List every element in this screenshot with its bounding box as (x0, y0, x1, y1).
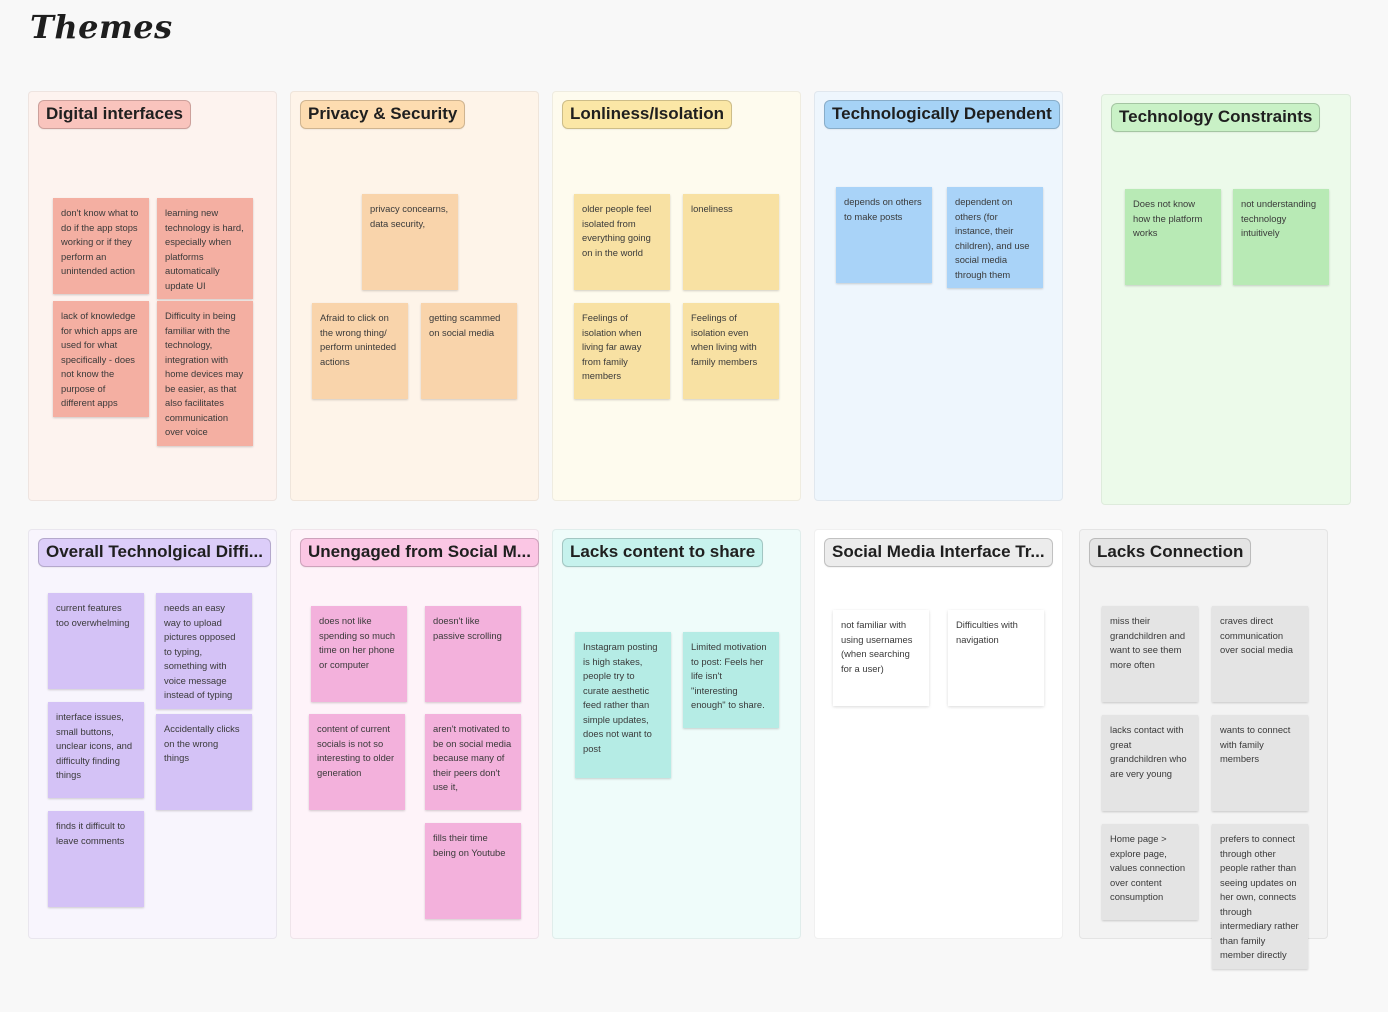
sticky-note[interactable]: not familiar with using usernames (when … (833, 610, 929, 706)
section-lacks-content[interactable]: Lacks content to share Instagram posting… (552, 529, 801, 939)
section-label[interactable]: Unengaged from Social M... (300, 538, 539, 567)
section-privacy-security[interactable]: Privacy & Security privacy concearns, da… (290, 91, 539, 501)
sticky-note[interactable]: miss their grandchildren and want to see… (1102, 606, 1198, 702)
sticky-note[interactable]: prefers to connect through other people … (1212, 824, 1308, 969)
sticky-note[interactable]: Difficulties with navigation (948, 610, 1044, 706)
section-technology-constraints[interactable]: Technology Constraints Does not know how… (1101, 94, 1351, 505)
section-label[interactable]: Lonliness/Isolation (562, 100, 732, 129)
page-title: Themes (30, 8, 173, 46)
sticky-note[interactable]: don't know what to do if the app stops w… (53, 198, 149, 294)
section-overall-technological-difficulty[interactable]: Overall Technolgical Diffi... current fe… (28, 529, 277, 939)
section-label[interactable]: Social Media Interface Tr... (824, 538, 1053, 567)
section-technologically-dependent[interactable]: Technologically Dependent depends on oth… (814, 91, 1063, 501)
sticky-note[interactable]: content of current socials is not so int… (309, 714, 405, 810)
sticky-note[interactable]: loneliness (683, 194, 779, 290)
sticky-note[interactable]: does not like spending so much time on h… (311, 606, 407, 702)
sticky-note[interactable]: needs an easy way to upload pictures opp… (156, 593, 252, 709)
sticky-note[interactable]: privacy concearns, data security, (362, 194, 458, 290)
section-lacks-connection[interactable]: Lacks Connection miss their grandchildre… (1079, 529, 1328, 969)
sticky-note[interactable]: aren't motivated to be on social media b… (425, 714, 521, 810)
sticky-note[interactable]: dependent on others (for instance, their… (947, 187, 1043, 288)
sticky-note[interactable]: lacks contact with great grandchildren w… (1102, 715, 1198, 811)
sticky-note[interactable]: interface issues, small buttons, unclear… (48, 702, 144, 798)
sticky-note[interactable]: finds it difficult to leave comments (48, 811, 144, 907)
sticky-note[interactable]: current features too overwhelming (48, 593, 144, 689)
sticky-note[interactable]: learning new technology is hard, especia… (157, 198, 253, 299)
section-social-media-interface[interactable]: Social Media Interface Tr... not familia… (814, 529, 1063, 939)
section-label[interactable]: Privacy & Security (300, 100, 466, 129)
sticky-note[interactable]: Does not know how the platform works (1125, 189, 1221, 285)
sticky-note[interactable]: Instagram posting is high stakes, people… (575, 632, 671, 778)
sticky-note[interactable]: Afraid to click on the wrong thing/ perf… (312, 303, 408, 399)
section-label[interactable]: Technology Constraints (1111, 103, 1321, 132)
sticky-note[interactable]: Feelings of isolation when living far aw… (574, 303, 670, 399)
sticky-note[interactable]: wants to connect with family members (1212, 715, 1308, 811)
section-loneliness-isolation[interactable]: Lonliness/Isolation older people feel is… (552, 91, 801, 501)
section-digital-interfaces[interactable]: Digital interfaces don't know what to do… (28, 91, 277, 501)
sticky-note[interactable]: doesn't like passive scrolling (425, 606, 521, 702)
section-label[interactable]: Technologically Dependent (824, 100, 1060, 129)
section-label[interactable]: Lacks content to share (562, 538, 764, 567)
sticky-note[interactable]: Accidentally clicks on the wrong things (156, 714, 252, 810)
sticky-note[interactable]: fills their time being on Youtube (425, 823, 521, 919)
sticky-note[interactable]: depends on others to make posts (836, 187, 932, 283)
sticky-note[interactable]: older people feel isolated from everythi… (574, 194, 670, 290)
sticky-note[interactable]: Difficulty in being familiar with the te… (157, 301, 253, 446)
sticky-note[interactable]: getting scammed on social media (421, 303, 517, 399)
section-label[interactable]: Overall Technolgical Diffi... (38, 538, 271, 567)
sticky-note[interactable]: Feelings of isolation even when living w… (683, 303, 779, 399)
section-unengaged-social-media[interactable]: Unengaged from Social M... does not like… (290, 529, 539, 939)
sticky-note[interactable]: lack of knowledge for which apps are use… (53, 301, 149, 417)
sticky-note[interactable]: Limited motivation to post: Feels her li… (683, 632, 779, 728)
section-label[interactable]: Lacks Connection (1089, 538, 1252, 567)
section-label[interactable]: Digital interfaces (38, 100, 191, 129)
sticky-note[interactable]: Home page > explore page, values connect… (1102, 824, 1198, 920)
sticky-note[interactable]: not understanding technology intuitively (1233, 189, 1329, 285)
sticky-note[interactable]: craves direct communication over social … (1212, 606, 1308, 702)
